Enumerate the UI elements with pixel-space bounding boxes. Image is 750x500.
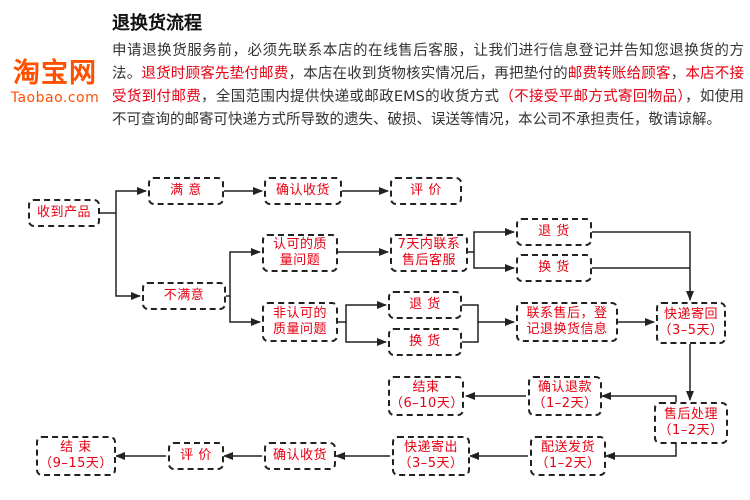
connector-to-exchange1 [473,252,515,272]
connector-unapproved-split [338,301,387,323]
node-aftersale: 售后处理 （1–2天） [654,402,728,444]
node-unsatisfied: 不满意 [142,282,226,310]
intro-text: ，本店在收到货物核实情况后，再把垫付的 [288,66,568,82]
connector-to-exchange2 [345,322,387,346]
intro-text: ，全国范围内提供快递或邮政EMS的收货方式 [201,89,500,105]
intro-text: ， [670,66,686,82]
page-title: 退换货流程 [112,13,202,34]
node-service7: 7天内联系 售后客服 [390,234,468,272]
node-exchange1: 换 货 [516,254,592,282]
node-exchange2: 换 货 [388,328,462,356]
intro-text: 申请退换货服务前，必须先联系本店的在线售后客服，让我们进行信息登记并告知您退换货… [112,43,744,82]
node-contact: 联系售后，登 记退换货信息 [516,302,618,342]
node-express-out: 快递寄出 （3–5天） [392,436,470,476]
connector-to-unapproved [229,296,261,326]
intro-highlight: （不接受平邮方式寄回物品） [499,89,685,105]
node-satisfied: 满 意 [148,177,224,205]
connector-to-unsatisfied [115,213,141,300]
connector-return2-contact [462,304,515,326]
intro-highlight: 退货时顾客先垫付邮费 [141,66,289,82]
node-return1: 退 货 [516,218,592,246]
connector-aftersale-refund [601,392,677,402]
logo-main-text: 淘宝网 [13,58,97,89]
connector-service-split [468,228,515,253]
node-review1: 评 价 [390,177,462,205]
node-confirm1: 确认收货 [264,177,342,205]
intro-highlight: 本店不接受货到付邮费 [112,66,745,105]
taobao-logo: 淘宝网 Taobao.com [8,58,102,106]
connector-exchange2-contact [462,322,479,343]
node-end1: 结束 （6–10天） [388,376,464,416]
intro-text: ，如使用不可查询的邮寄可快递方式所导致的遗失、破损、误送等情况，本公司不承担责任… [112,89,745,128]
node-end2: 结 束 （9–15天） [36,436,116,476]
node-approved: 认可的质 量问题 [262,234,338,272]
node-receive: 收到产品 [28,199,100,227]
node-dispatch: 配送发货 （1–2天） [530,436,606,476]
logo-sub-text: Taobao.com [10,90,100,106]
connector-aftersale-dispatch [605,444,677,460]
intro-highlight: 邮费转账给顾客 [567,66,671,82]
intro-paragraph: 申请退换货服务前，必须先联系本店的在线售后客服，让我们进行信息登记并告知您退换货… [112,40,744,132]
node-confirm-refund: 确认退款 （1–2天） [528,376,602,416]
connector-return1-express [592,231,694,301]
node-confirm2: 确认收货 [264,442,336,470]
connector-unsat-split [226,248,261,297]
connector-to-satisfied [115,187,147,213]
node-return2: 退 货 [388,291,462,319]
node-unapproved: 非认可的 质量问题 [262,302,338,342]
node-express-back: 快递寄回 （3–5天） [656,302,726,344]
node-review2: 评 价 [168,442,224,470]
